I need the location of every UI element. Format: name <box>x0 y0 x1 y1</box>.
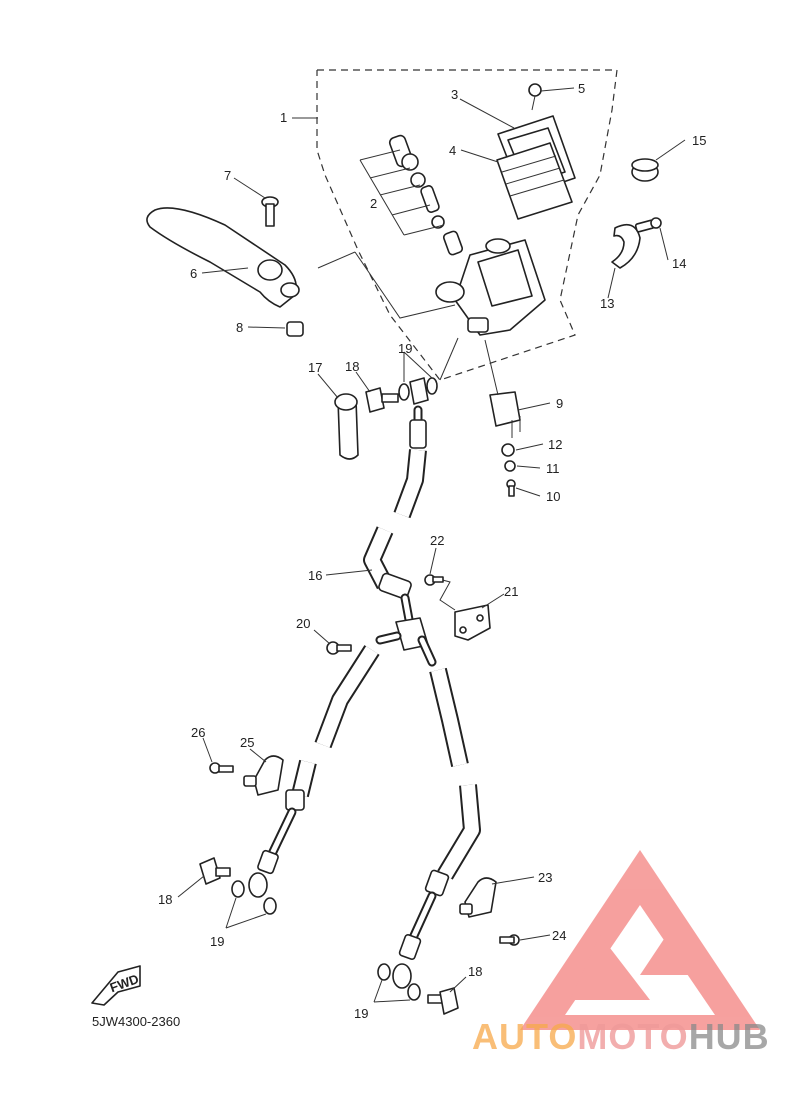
piston-kit <box>359 134 464 256</box>
brake-hose-joint <box>375 572 437 667</box>
lever-pivot-bolt <box>261 196 279 227</box>
master-cylinder-holder <box>611 223 641 269</box>
brake-hose-left <box>248 645 380 898</box>
callout-2: 2 <box>370 196 377 211</box>
brake-lever <box>146 207 456 319</box>
lever-nut <box>286 321 304 337</box>
brake-hose-right <box>392 667 481 989</box>
callout-22: 22 <box>430 533 444 548</box>
callout-5: 5 <box>578 81 585 96</box>
leader-lines <box>177 87 686 1003</box>
callout-17: 17 <box>308 360 322 375</box>
mirror-cap <box>631 158 659 182</box>
callout-16: 16 <box>308 568 322 583</box>
joint-bracket <box>434 577 491 641</box>
watermark-moto: MOTO <box>577 1016 689 1057</box>
watermark-logo <box>520 850 760 1030</box>
fwd-label: FWD <box>108 971 141 995</box>
hose-guide-left <box>243 755 284 796</box>
watermark-auto: AUTO <box>472 1016 578 1057</box>
copper-washers-left <box>231 880 277 915</box>
callout-26: 26 <box>191 725 205 740</box>
callout-21: 21 <box>504 584 518 599</box>
union-bolt-right <box>427 987 459 1015</box>
callout-24: 24 <box>552 928 566 943</box>
switch-washer-11 <box>504 460 516 472</box>
callout-9: 9 <box>556 396 563 411</box>
hose-guide-right <box>459 877 497 918</box>
callout-19-top: 19 <box>398 341 412 356</box>
brake-hose-upper <box>363 405 427 590</box>
fwd-arrow-icon: FWD <box>91 965 141 1006</box>
callout-12: 12 <box>548 437 562 452</box>
callout-25: 25 <box>240 735 254 750</box>
copper-washers-right <box>377 963 421 1001</box>
bracket-bolt-22 <box>424 574 444 586</box>
callout-18-left: 18 <box>158 892 172 907</box>
union-bolt-left <box>199 857 231 885</box>
switch-screw <box>506 479 516 497</box>
callout-15: 15 <box>692 133 706 148</box>
callout-7: 7 <box>224 168 231 183</box>
watermark-hub: HUB <box>688 1016 770 1057</box>
callout-10: 10 <box>546 489 560 504</box>
callout-20: 20 <box>296 616 310 631</box>
joint-bolt-20 <box>326 641 352 655</box>
callout-numbers: 1 2 3 4 5 6 7 8 9 10 11 12 13 14 15 16 1… <box>158 81 706 1021</box>
guide-bolt-left <box>209 762 234 774</box>
callout-6: 6 <box>190 266 197 281</box>
master-cylinder-body <box>435 238 546 336</box>
callout-1: 1 <box>280 110 287 125</box>
callout-4: 4 <box>449 143 456 158</box>
cap-screw <box>528 83 542 111</box>
brake-light-switch <box>484 339 521 438</box>
callout-8: 8 <box>236 320 243 335</box>
reservoir-diaphragm <box>496 142 573 220</box>
callout-19-left: 19 <box>210 934 224 949</box>
callout-18-top: 18 <box>345 359 359 374</box>
guide-bolt-right <box>499 934 520 946</box>
assembly-boundary <box>316 69 618 381</box>
callout-14: 14 <box>672 256 686 271</box>
union-bolt-cover <box>334 393 359 460</box>
callout-23: 23 <box>538 870 552 885</box>
watermark-wordmark: AUTOMOTOHUB <box>472 1016 770 1058</box>
callout-11: 11 <box>546 461 560 476</box>
copper-washers-top <box>398 337 459 405</box>
diagram-reference-code: 5JW4300-2360 <box>92 1014 181 1029</box>
callout-18-right: 18 <box>468 964 482 979</box>
callout-13: 13 <box>600 296 614 311</box>
union-bolt-top <box>365 387 399 413</box>
holder-bolt <box>634 217 662 233</box>
callout-3: 3 <box>451 87 458 102</box>
switch-washer-12 <box>501 443 515 457</box>
callout-19-right: 19 <box>354 1006 368 1021</box>
